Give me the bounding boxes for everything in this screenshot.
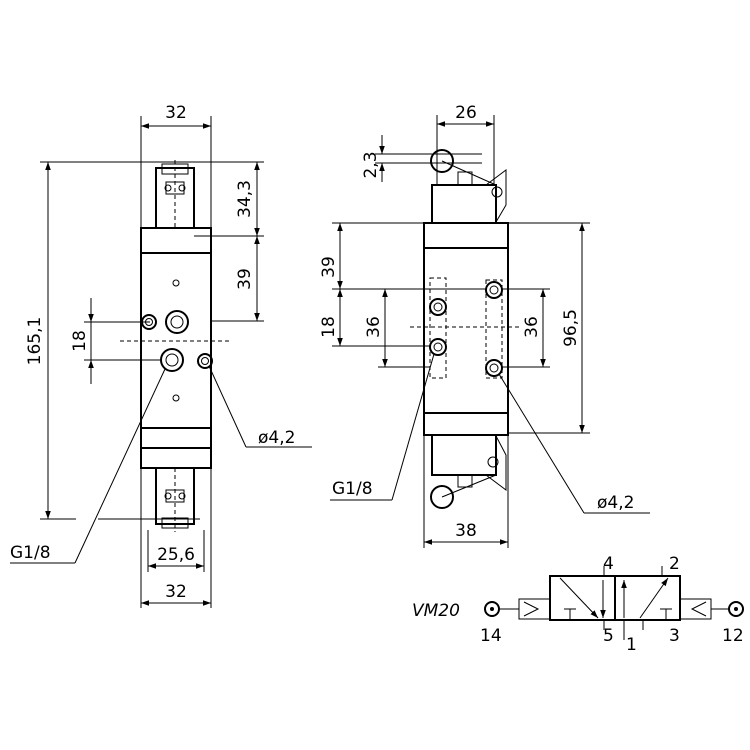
- side-roller-top: [430, 149, 454, 173]
- front-dimensions: 32 34,3 39 165,1 18 ø4,2 G1/8: [10, 103, 312, 608]
- dim-front-port-offset: 25,6: [157, 545, 195, 565]
- dim-front-port-thread: G1/8: [10, 543, 51, 563]
- side-dimensions: 26 2,3 39 18 36 36 96,5 G1/8: [319, 103, 650, 548]
- front-port-lower: [160, 348, 184, 372]
- front-small-hole-bottom: [172, 394, 180, 402]
- dim-side-width-bottom: 38: [455, 521, 477, 541]
- side-port-left-upper: [429, 298, 447, 316]
- symbol-roller-left: [484, 601, 500, 617]
- dim-front-width-top: 32: [165, 103, 187, 123]
- dim-front-height-upper: 34,3: [235, 180, 255, 218]
- dim-side-port-thread: G1/8: [332, 479, 373, 499]
- valve-symbol: [484, 566, 744, 640]
- dim-side-roller-offset: 2,3: [361, 151, 381, 178]
- dim-front-hole-dia: ø4,2: [258, 428, 295, 448]
- side-view: [410, 149, 520, 509]
- symbol-port-5: 5: [603, 626, 614, 646]
- side-roller-bottom: [430, 485, 454, 509]
- dim-side-port-pitch-right: 36: [522, 316, 542, 338]
- dim-front-port-spacing: 18: [70, 330, 90, 352]
- symbol-port-2: 2: [669, 554, 680, 574]
- front-mount-hole-right: [197, 353, 213, 369]
- dim-side-hole-dia: ø4,2: [597, 493, 634, 513]
- side-port-left-lower: [429, 338, 447, 356]
- side-port-right-lower: [485, 359, 503, 377]
- symbol-port-3: 3: [669, 626, 680, 646]
- dim-side-port-pitch-left: 36: [364, 316, 384, 338]
- side-top-actuator: [430, 149, 507, 224]
- symbol-model-label: VM20: [412, 601, 460, 621]
- side-port-right-upper: [485, 281, 503, 299]
- front-small-hole-top: [172, 279, 180, 287]
- front-view: [120, 160, 230, 532]
- side-bottom-actuator: [430, 434, 507, 509]
- front-body: [140, 227, 212, 469]
- front-top-actuator: [155, 160, 195, 229]
- symbol-port-12: 12: [722, 626, 744, 646]
- front-bottom-actuator: [155, 467, 195, 532]
- dim-front-width-bottom: 32: [165, 582, 187, 602]
- dim-front-total-height: 165,1: [25, 317, 45, 366]
- side-body: [423, 222, 509, 436]
- dim-side-port-spacing: 18: [319, 316, 339, 338]
- symbol-port-4: 4: [603, 554, 614, 574]
- symbol-roller-right: [728, 601, 744, 617]
- dim-side-body-height: 96,5: [561, 309, 581, 347]
- dim-front-height-mid: 39: [235, 268, 255, 290]
- symbol-port-1: 1: [626, 635, 637, 655]
- dim-side-height-upper: 39: [319, 256, 339, 278]
- front-port-upper: [165, 310, 189, 334]
- symbol-labels: VM20 4 2 14 5 1 3 12: [412, 554, 744, 655]
- symbol-port-14: 14: [480, 626, 502, 646]
- dim-side-width-top: 26: [455, 103, 477, 123]
